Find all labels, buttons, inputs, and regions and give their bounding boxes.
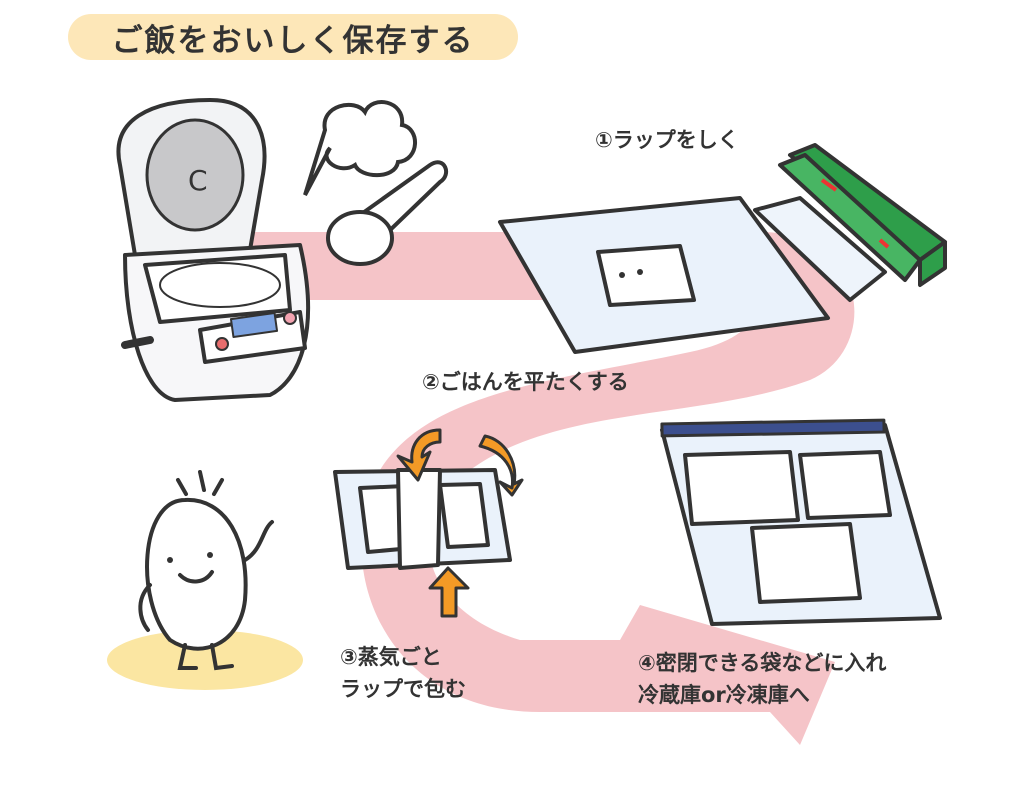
- rice-character-icon: [138, 470, 274, 671]
- step3-label: ③蒸気ごと ラップで包む: [340, 641, 466, 705]
- step3-label-line2: ラップで包む: [340, 677, 466, 701]
- step2-label: ②ごはんを平たくする: [422, 370, 629, 394]
- step4-label: ④密閉できる袋などに入れ 冷蔵庫or冷凍庫へ: [638, 647, 886, 711]
- step4-label-line1: ④密閉できる袋などに入れ: [638, 651, 887, 675]
- flow-arrow: [240, 232, 855, 745]
- character-shadow: [107, 630, 303, 690]
- page-title: ご飯をおいしく保存する: [68, 14, 518, 60]
- step4-label-line2: 冷蔵庫or冷凍庫へ: [638, 683, 810, 707]
- steam-icon: [303, 100, 417, 196]
- step3-label-line1: ③蒸気ごと: [340, 645, 442, 669]
- freezer-bag-icon: [660, 418, 942, 626]
- svg-text:C: C: [188, 164, 208, 197]
- wrap-box-icon: [753, 143, 947, 302]
- folded-wrap-icon: [333, 468, 512, 570]
- rice-cooker-icon: C: [116, 98, 311, 402]
- step1-label: ①ラップをしく: [595, 128, 739, 152]
- rice-spoon-icon: [326, 160, 449, 266]
- wrap-sheet-icon: [498, 196, 830, 354]
- fold-arrow-icon: [396, 428, 524, 618]
